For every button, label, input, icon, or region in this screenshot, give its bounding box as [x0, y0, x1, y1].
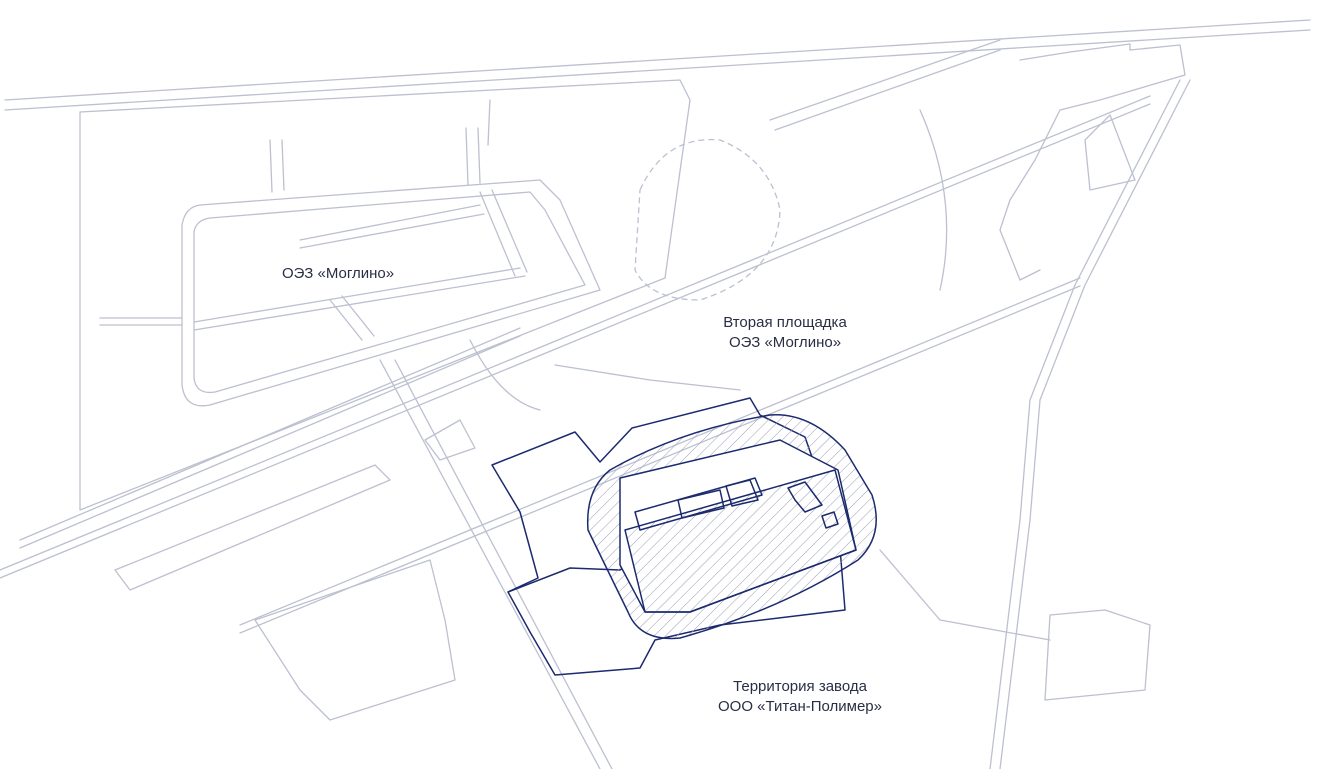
plant-building-3	[725, 479, 759, 507]
south-road	[379, 359, 613, 769]
arc-west	[469, 339, 541, 411]
north-block	[769, 39, 1001, 131]
arc-east	[919, 109, 948, 291]
south-left-parcel	[114, 464, 391, 591]
second-site-boundary	[634, 138, 781, 301]
southeast-parcel	[1044, 609, 1151, 701]
plant-layer	[491, 397, 877, 676]
east-parcel-2	[1084, 114, 1136, 191]
sez-streets	[99, 127, 528, 341]
context-map-layer	[0, 19, 1311, 769]
railway-siding	[19, 327, 521, 549]
plant-territory-label-line1: Территория завода	[733, 678, 867, 695]
area-edge	[554, 364, 741, 391]
plant-core-hatch	[624, 469, 857, 613]
south-lower-parcel	[254, 559, 456, 721]
railway-main	[0, 95, 1151, 579]
second-site-label: Вторая площадка ОЭЗ «Моглино»	[690, 313, 880, 353]
sez-boundary	[79, 79, 691, 511]
plant-territory-label-line2: ООО «Титан-Полимер»	[718, 698, 882, 715]
east-parcel	[999, 43, 1186, 281]
second-site-label-line2: ОЭЗ «Моглино»	[728, 334, 842, 351]
plant-building-1	[634, 477, 763, 531]
southeast-road	[879, 549, 1051, 641]
plant-building-4	[787, 481, 823, 513]
sez-road-loop	[181, 179, 601, 407]
arc-north	[487, 99, 491, 146]
sez-moglino-label: ОЭЗ «Моглино»	[282, 264, 394, 284]
sez-moglino-label-text: ОЭЗ «Моглино»	[282, 265, 395, 282]
plant-territory-label: Территория завода ООО «Титан-Полимер»	[690, 677, 910, 717]
plant-building-2	[677, 489, 725, 519]
plant-building-5	[821, 511, 839, 529]
top-highway	[4, 19, 1311, 111]
small-building	[424, 419, 476, 461]
east-road	[989, 79, 1191, 769]
second-site-label-line1: Вторая площадка	[723, 314, 847, 331]
